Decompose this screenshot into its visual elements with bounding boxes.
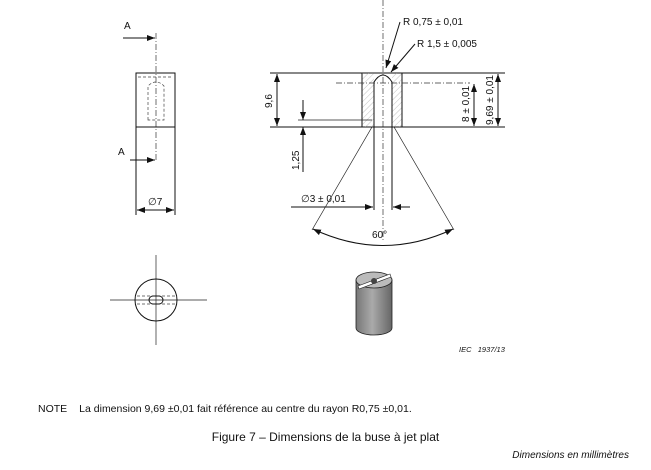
dim-radius-small: R 0,75 ± 0,01 [403, 17, 463, 28]
dim-bore-height: 8 ± 0,01 [461, 85, 472, 122]
dim-spray-angle: 60° [372, 230, 387, 241]
iec-reference: IEC 1937/13 [459, 345, 506, 354]
dim-outer-diameter: ∅7 [148, 197, 163, 208]
dim-center-height: 9,69 ± 0,01 [485, 75, 496, 125]
note: NOTE La dimension 9,69 ±0,01 fait référen… [38, 403, 412, 415]
dim-radius-large: R 1,5 ± 0,005 [417, 39, 477, 50]
nozzle-3d-illustration [355, 271, 393, 336]
section-label-top: A [124, 21, 131, 32]
section-view: 9,6 1,25 8 ± 0,01 9,69 ± 0,01 ∅3 ± 0,01 … [264, 0, 505, 246]
note-text: La dimension 9,69 ±0,01 fait référence a… [79, 403, 412, 415]
note-label: NOTE [38, 403, 68, 415]
dim-step-depth: 1,25 [291, 150, 302, 170]
units-note: Dimensions en millimètres [512, 450, 629, 461]
section-label-bottom: A [118, 147, 125, 158]
figure-caption: Figure 7 – Dimensions de la buse à jet p… [211, 430, 440, 444]
dim-height-total: 9,6 [264, 94, 275, 108]
dim-bore-diameter: ∅3 ± 0,01 [301, 194, 346, 205]
side-view: A A ∅7 [118, 21, 176, 215]
top-view [110, 255, 207, 345]
